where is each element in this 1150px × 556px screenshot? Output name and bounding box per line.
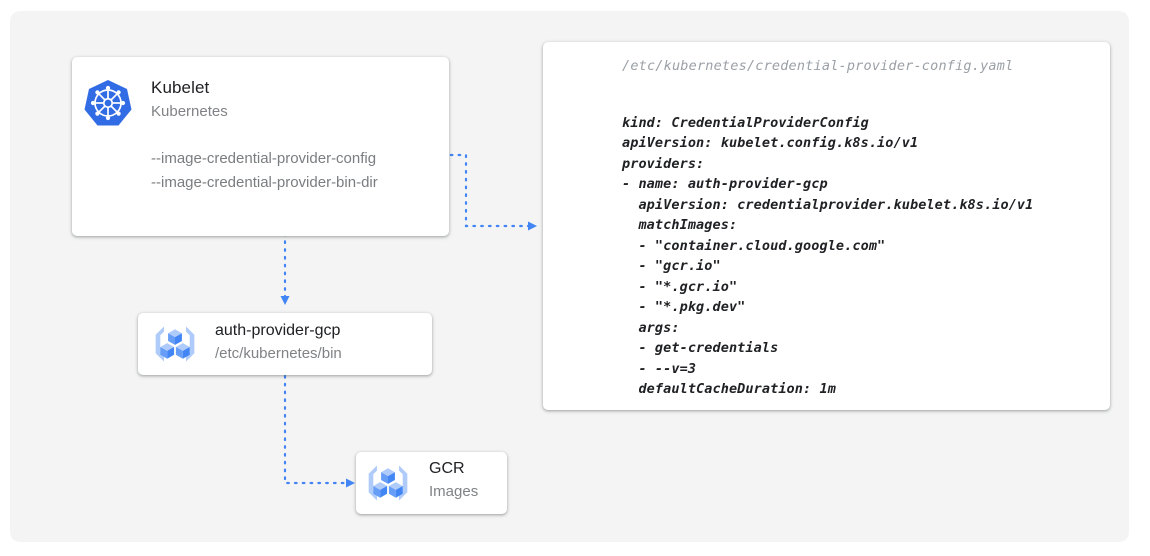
kubelet-subtitle: Kubernetes [151,103,228,120]
yaml-file-path: /etc/kubernetes/credential-provider-conf… [622,58,1014,74]
gcr-subtitle: Images [429,483,479,500]
node-kubelet[interactable]: Kubelet Kubernetes --image-credential-pr… [72,57,449,236]
gcp-container-registry-icon [368,465,408,501]
yaml-config-panel: /etc/kubernetes/credential-provider-conf… [543,42,1110,410]
auth-provider-title: auth-provider-gcp [215,322,341,339]
gcp-container-registry-icon [155,326,195,362]
yaml-content: kind: CredentialProviderConfig apiVersio… [622,114,1034,398]
kubelet-flag-config: --image-credential-provider-config [151,150,377,167]
cube-bottom-left [373,482,388,498]
cube-top [381,468,395,484]
auth-provider-subtitle: /etc/kubernetes/bin [215,345,342,362]
cube-bottom-right [388,482,403,498]
kubelet-title: Kubelet [151,78,210,97]
kubernetes-logo-icon [84,80,132,126]
cube-top [168,329,182,345]
gcr-title: GCR [429,460,465,477]
node-gcr[interactable]: GCR Images [356,452,507,514]
node-auth-provider-gcp[interactable]: auth-provider-gcp /etc/kubernetes/bin [138,313,432,375]
kubelet-flag-bin-dir: --image-credential-provider-bin-dir [151,174,378,191]
